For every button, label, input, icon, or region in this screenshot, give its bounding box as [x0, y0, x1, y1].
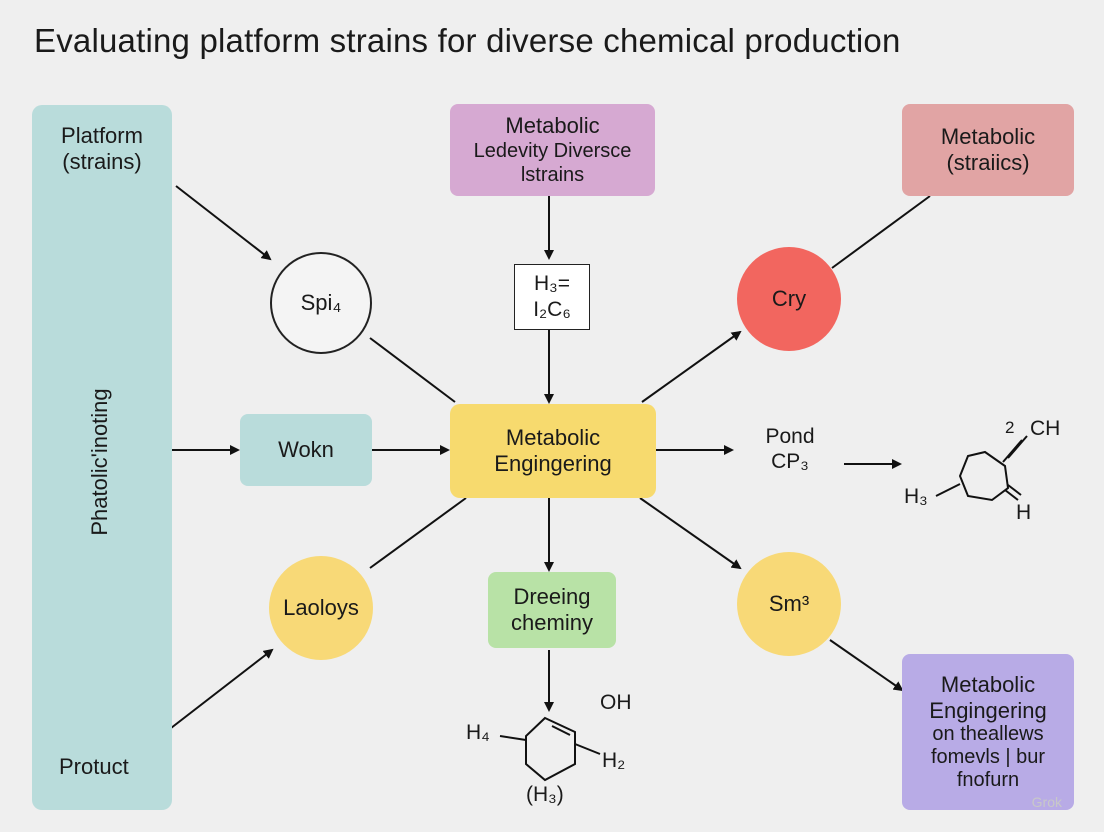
sidebar-vertical-label: Phatolic'inoting: [87, 388, 112, 536]
node-line: Metabolic: [505, 424, 601, 450]
node-spi: Spi₄: [270, 252, 372, 354]
node-line: Metabolic: [940, 123, 1036, 149]
node-line: Dreeing: [513, 583, 591, 609]
formula-line: I₂C₆: [533, 298, 571, 321]
sidebar-platform-strains: Platform (strains): [32, 105, 172, 810]
sidebar-title: Platform (strains): [61, 123, 143, 175]
mol-bottom-oh: OH: [600, 691, 632, 714]
right-molecule-structure: [935, 435, 1028, 502]
node-metabolic-engineering-center: Metabolic Engingering: [450, 404, 656, 498]
mol-right-left: H₃: [904, 485, 928, 508]
sidebar-bottom-label: Protuct: [59, 754, 129, 779]
node-metabolic-diverse-strains: Metabolic Ledevity Diversce lstrains: [450, 104, 655, 196]
mol-right-sup: 2: [1005, 418, 1015, 437]
mol-bottom-bottom: (H₃): [526, 783, 564, 806]
node-dreeing-chemistry: Dreeing cheminy: [488, 572, 616, 648]
node-line: Engingering: [494, 451, 612, 476]
node-metabolic-strategies: Metabolic (straiics): [902, 104, 1074, 196]
formula-box: H₃= I₂C₆: [514, 264, 590, 330]
arrow-center-to-smc: [639, 497, 742, 570]
arrow-sidebar-to-laoloys: [161, 648, 274, 736]
formula-line: H₃=: [534, 271, 570, 295]
node-wokn: Wokn: [240, 414, 372, 486]
bottom-molecule-structure: [499, 716, 601, 782]
line-spi-to-center: [369, 337, 456, 403]
node-line: fnofurn: [956, 768, 1020, 791]
mol-bottom-left: H₄: [466, 721, 490, 744]
node-pond: Pond CP₃: [740, 424, 840, 474]
node-line: fomevls | bur: [930, 745, 1046, 768]
arrow-center-to-cry: [641, 330, 742, 403]
node-line: on theallews: [932, 722, 1044, 745]
mol-right-right: H: [1016, 501, 1032, 524]
node-line: Pond: [765, 425, 815, 448]
mol-right-top: CH: [1030, 417, 1061, 440]
node-line: Engingering: [929, 697, 1047, 723]
arrow-sidebar-to-spi: [175, 185, 272, 261]
node-laoloys: Laoloys: [269, 556, 373, 660]
node-line: cheminy: [511, 610, 593, 635]
node-line: Metabolic: [940, 672, 1036, 698]
line-laoloys-to-center: [369, 497, 467, 569]
node-metabolic-engineering-bottom: Metabolic Engingering on theallews fomev…: [902, 654, 1074, 810]
line-cry-to-rose: [831, 195, 931, 269]
node-line: Metabolic: [505, 112, 600, 138]
node-line: CP₃: [771, 450, 809, 474]
node-sm: Sm³: [737, 552, 841, 656]
node-line: Ledevity Diversce: [473, 140, 632, 163]
arrow-smc-to-lavender: [829, 639, 904, 692]
page-title: Evaluating platform strains for diverse …: [34, 22, 901, 59]
node-cry: Cry: [737, 247, 841, 351]
node-line: lstrains: [520, 164, 585, 187]
watermark: Grok: [1031, 794, 1062, 810]
mol-bottom-right: H₂: [602, 749, 626, 772]
node-line: (straiics): [946, 150, 1030, 175]
